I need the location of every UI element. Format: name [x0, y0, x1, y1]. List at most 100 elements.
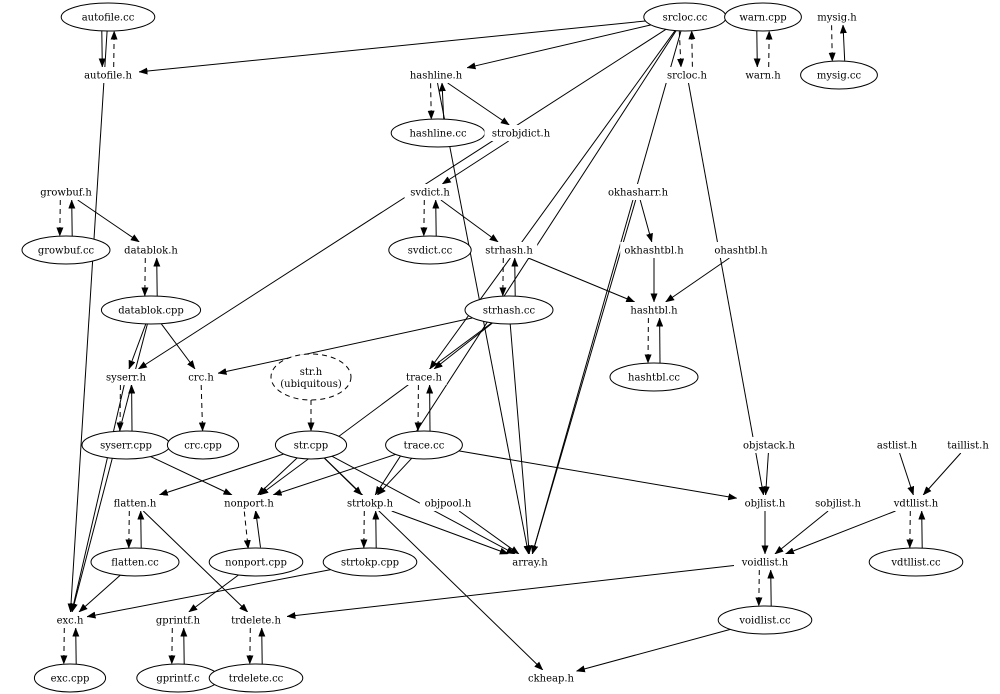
node-label-background [710, 242, 772, 258]
edge-taillist-h-to-vdtllist-h [922, 452, 962, 496]
node-okhashtbl-h: okhashtbl.h [620, 242, 688, 258]
edge-strtokp-cpp-to-strtokp-h [372, 510, 380, 549]
edge-okhasharr-h-to-array-h [531, 199, 637, 555]
node-ohashtbl-h: ohashtbl.h [710, 242, 772, 258]
node-label: crc.cpp [184, 441, 222, 452]
node-syserr-h: syserr.h [100, 369, 152, 385]
node-trdelete-cc: trdelete.cc [208, 663, 304, 693]
node-ellipse [90, 547, 180, 577]
node-label: taillist.h [947, 441, 989, 452]
edge-flatten-cc-to-exc-h [78, 574, 121, 613]
node-autofile-cc: autofile.cc [60, 2, 156, 32]
edge-warn-h-to-warn-cpp [765, 30, 773, 68]
node-ellipse [208, 547, 304, 577]
node-okhasharr-h: okhasharr.h [604, 184, 672, 200]
node-svdict-cc: svdict.cc [388, 235, 472, 265]
edge-voidlist-cc-to-ckheap-h [575, 628, 731, 673]
node-gprintf-c: gprintf.c [136, 663, 220, 693]
edge-okhasharr-h-to-okhashtbl-h [639, 199, 653, 243]
node-label: vdtllist.h [893, 499, 939, 510]
node-label: trace.cc [404, 441, 445, 452]
edge-voidlist-h-to-trdelete-h [286, 565, 735, 620]
edge-strhash-cc-to-nonport-h [259, 322, 492, 496]
node-label: sobjlist.h [815, 499, 861, 510]
node-label-background [814, 9, 860, 25]
edge-str-cpp-to-flatten-h [158, 453, 284, 496]
edge-exc-cpp-to-exc-h [72, 627, 80, 665]
edge-svdict-cc-to-svdict-h [432, 199, 440, 237]
edge-trdelete-h-to-trdelete-cc [246, 627, 254, 665]
edge-gprintf-c-to-gprintf-h [180, 627, 188, 665]
node-label: astlist.h [877, 441, 918, 452]
node-objpool-h: objpool.h [419, 495, 477, 511]
node-ellipse [270, 353, 352, 401]
node-str-cpp: str.cpp [274, 430, 348, 460]
node-label-background [738, 437, 800, 453]
edge-srcloc-cc-to-array-h [531, 30, 682, 555]
node-exc-cpp: exc.cpp [33, 663, 107, 693]
edge-growbuf-h-to-growbuf-cc [56, 199, 64, 237]
edge-objstack-h-to-objlist-h [762, 452, 770, 496]
node-label: exc.cpp [51, 674, 90, 685]
node-trace-cc: trace.cc [385, 430, 463, 460]
edge-nonport-h-to-nonport-cpp [243, 511, 251, 550]
edge-svdict-h-to-svdict-cc [420, 199, 428, 237]
node-growbuf-h: growbuf.h [37, 184, 95, 200]
node-str-h: str.h(ubiquitous) [270, 353, 352, 401]
edge-growbuf-h-to-datablok-h [77, 199, 140, 243]
node-label: nonport.h [224, 499, 274, 510]
node-strtokp-h: strtokp.h [341, 495, 399, 511]
node-label-background [401, 369, 447, 385]
node-label: mysig.cc [817, 71, 862, 82]
node-label: hashline.cc [409, 129, 467, 140]
node-objstack-h: objstack.h [738, 437, 800, 453]
edge-autofile-cc-to-exc-h [67, 30, 108, 613]
edge-objpool-h-to-array-h [458, 510, 520, 555]
node-hashline-h: hashline.h [405, 67, 467, 83]
node-mysig-h: mysig.h [814, 9, 860, 25]
edge-autofile-cc-to-autofile-h [98, 30, 106, 68]
edge-svdict-h-to-strhash-h [440, 199, 499, 243]
node-hashtbl-h: hashtbl.h [625, 302, 683, 318]
node-nonport-h: nonport.h [220, 495, 278, 511]
edge-srcloc-h-to-srcloc-cc [688, 30, 696, 67]
edge-srcloc-cc-to-autofile-h [138, 20, 646, 75]
edge-datablok-cpp-to-syserr-h [128, 323, 147, 370]
node-strhash-cc: strhash.cc [464, 295, 554, 325]
node-label: objlist.h [745, 499, 786, 510]
edge-syserr-h-to-exc-h [70, 384, 125, 613]
node-label-background [77, 67, 139, 83]
node-label: hashtbl.cc [628, 373, 680, 384]
edge-flatten-h-to-trdelete-h [142, 510, 249, 613]
node-ellipse [385, 430, 463, 460]
node-label: syserr.cpp [100, 441, 152, 452]
node-label-background [419, 495, 477, 511]
node-label-background [120, 242, 182, 258]
node-label-background [484, 125, 558, 141]
edge-vdtllist-h-to-vdtllist-cc [906, 510, 914, 549]
edge-srcloc-cc-to-strtokp-h [374, 30, 677, 496]
node-warn-h: warn.h [743, 67, 783, 83]
edge-strtokp-h-to-strtokp-cpp [360, 510, 368, 549]
node-array-h: array.h [507, 554, 553, 570]
node-label: array.h [512, 558, 548, 569]
node-label: strhash.cc [483, 306, 536, 317]
node-voidlist-h: voidlist.h [734, 554, 796, 570]
node-datablok-cpp: datablok.cpp [100, 295, 202, 325]
edge-strhash-cc-to-strhash-h [511, 257, 519, 297]
node-label-background [53, 612, 87, 628]
node-warn-cpp: warn.cpp [724, 2, 802, 32]
node-crc-h: crc.h [184, 369, 218, 385]
node-label: ohashtbl.h [714, 246, 768, 257]
node-label: objpool.h [425, 499, 472, 510]
edge-datablok-cpp-to-crc-h [160, 323, 196, 370]
node-nonport-cpp: nonport.cpp [208, 547, 304, 577]
node-hashline-cc: hashline.cc [390, 118, 486, 148]
node-label: strobjdict.h [492, 129, 551, 140]
node-label: warn.cpp [739, 13, 786, 24]
node-label: autofile.h [84, 71, 132, 82]
node-label-background [734, 554, 796, 570]
node-objlist-h: objlist.h [736, 495, 794, 511]
node-label: nonport.cpp [225, 558, 287, 569]
edge-trace-cc-to-nonport-h [272, 453, 396, 496]
